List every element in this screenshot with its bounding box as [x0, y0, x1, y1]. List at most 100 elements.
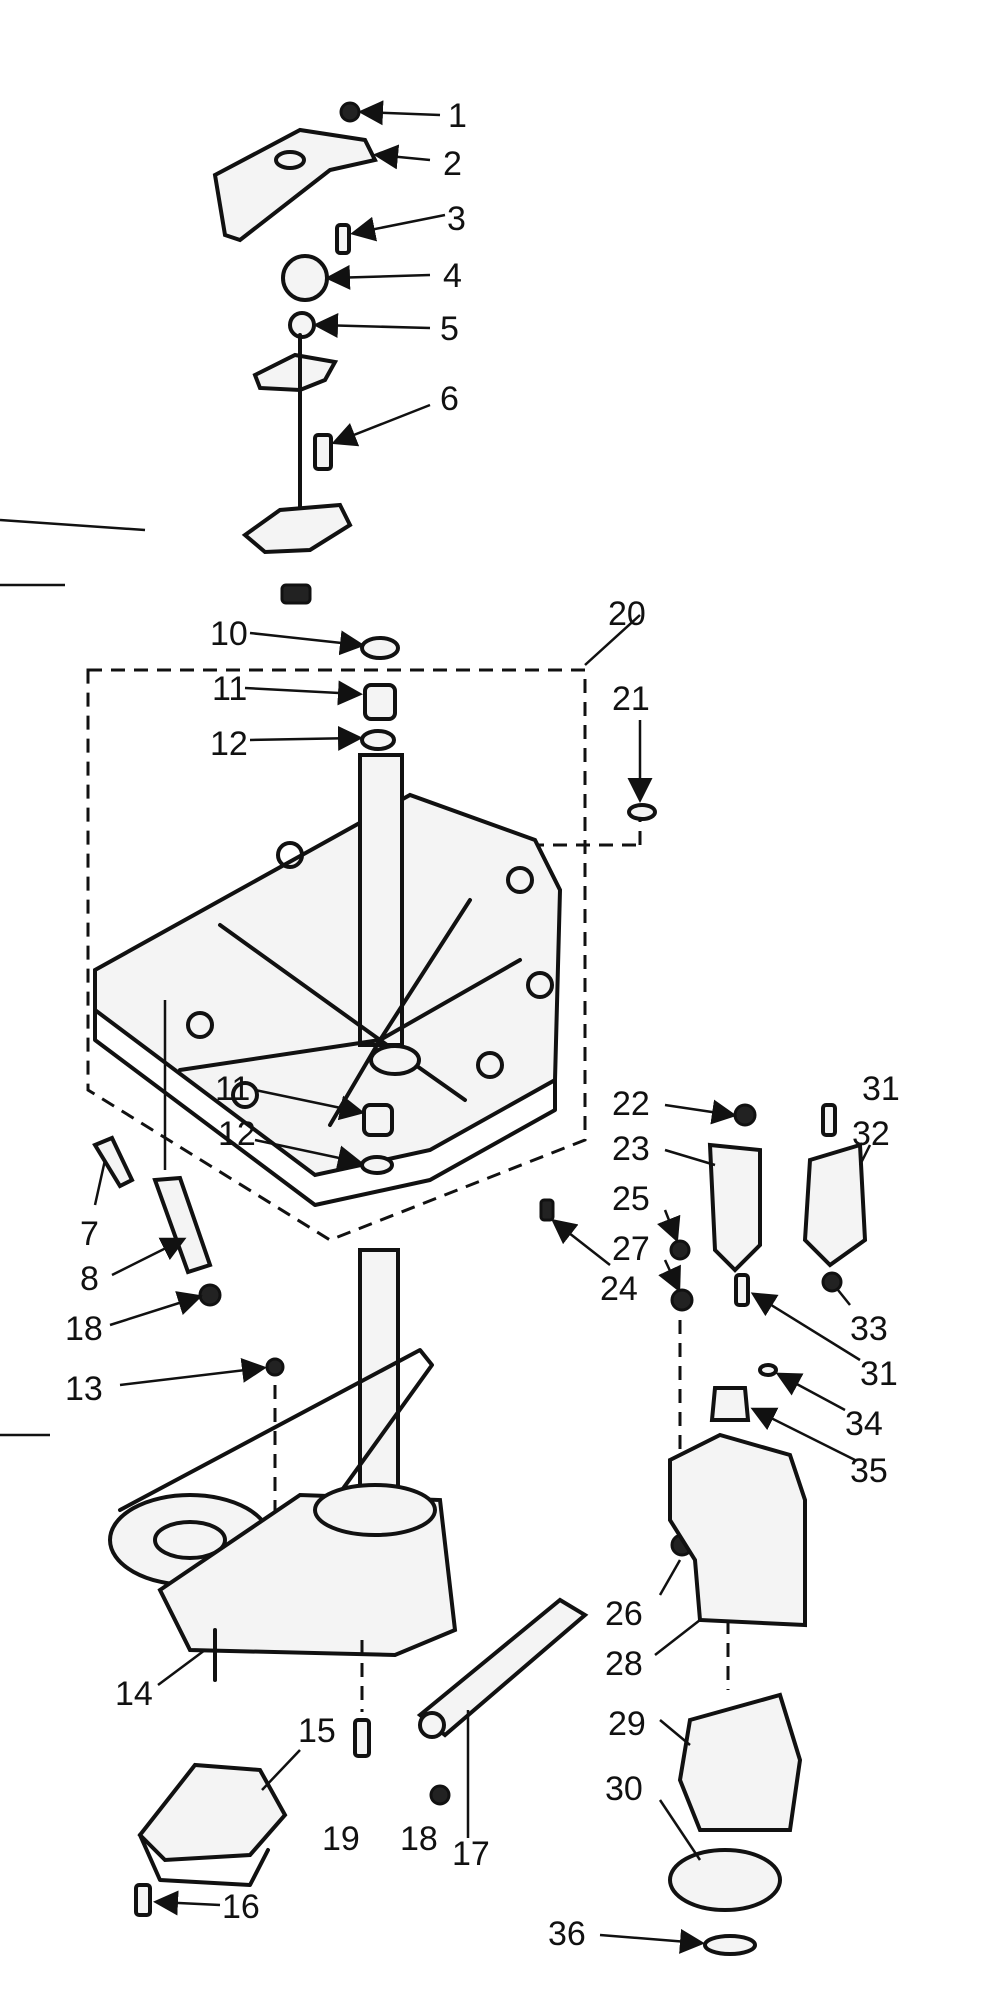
leader-12b	[254, 1138, 363, 1171]
leader-8	[111, 1237, 187, 1277]
callout-4: 4	[443, 257, 462, 295]
callout-12b: 12	[218, 1115, 256, 1153]
leader-16	[153, 1890, 221, 1916]
leader-22	[664, 1099, 737, 1125]
callout-33: 33	[850, 1310, 888, 1348]
part-25-nut	[669, 1239, 691, 1261]
plate-hole-6	[476, 1051, 504, 1079]
part-18-nut	[198, 1283, 222, 1307]
part-28-motor-shroud	[668, 1432, 807, 1628]
part-12-washer	[360, 729, 396, 751]
leader-18	[109, 1291, 203, 1327]
part-3-screw	[335, 223, 351, 255]
callout-12: 12	[210, 725, 248, 763]
part-7-bolt	[92, 1135, 135, 1189]
leader-32	[858, 1144, 872, 1166]
top-assembly	[212, 101, 378, 605]
plate-hole-5	[526, 971, 554, 999]
leader-28	[654, 1619, 701, 1656]
callout-16: 16	[222, 1888, 260, 1926]
margin-line-1	[0, 518, 146, 532]
part-35-pulley	[709, 1386, 751, 1422]
callout-5: 5	[440, 310, 459, 348]
plate-hub	[369, 1044, 421, 1076]
callout-25: 25	[612, 1180, 650, 1218]
leader-27	[658, 1259, 681, 1293]
leader-34	[775, 1372, 846, 1412]
callout-6: 6	[440, 380, 459, 418]
part-30-cover	[668, 1848, 782, 1912]
part-10-nut	[360, 636, 400, 660]
leader-4	[325, 264, 431, 290]
callout-19: 19	[322, 1820, 360, 1858]
part-5-ball	[288, 311, 316, 339]
callout-34: 34	[845, 1405, 883, 1443]
callout-32: 32	[852, 1115, 890, 1153]
part-17-arm-end	[418, 1711, 446, 1739]
part-6-screw	[313, 433, 333, 471]
part-32-bracket	[802, 1142, 868, 1268]
leader-14	[157, 1648, 206, 1687]
part-23-bracket	[707, 1142, 762, 1273]
callout-27: 27	[612, 1230, 650, 1268]
part-31-lower-screw	[734, 1273, 750, 1307]
leader-33	[837, 1289, 851, 1306]
callout-24: 24	[600, 1270, 638, 1308]
leader-23	[664, 1148, 716, 1167]
leader-10	[249, 630, 365, 656]
center-shaft	[358, 753, 404, 1047]
callout-13: 13	[65, 1370, 103, 1408]
drive-pulley-hub	[153, 1520, 227, 1560]
part-20-dashed-frame	[86, 668, 587, 1242]
part-2-cover	[212, 127, 378, 243]
leader-31b	[750, 1292, 861, 1362]
right-brackets	[668, 1103, 868, 1956]
leader-24	[551, 1218, 611, 1266]
callout-7: 7	[80, 1215, 99, 1253]
callout-36: 36	[548, 1915, 586, 1953]
leader-26	[658, 1559, 682, 1596]
gearcase-hub	[313, 1483, 437, 1537]
leader-7	[93, 1159, 107, 1206]
part-2-hole	[274, 150, 306, 170]
callout-18b: 18	[400, 1820, 438, 1858]
part-15-pump	[137, 1762, 288, 1863]
leader-20	[584, 614, 641, 666]
callout-labels: 1 2 3 4 5 6 10 11 12 20 21 11 12 7 8 18 …	[65, 97, 900, 1953]
leader-3	[350, 213, 446, 242]
part-5-foot	[280, 583, 312, 605]
part-34-clip	[758, 1363, 778, 1377]
callout-14: 14	[115, 1675, 153, 1713]
plate-hole-4	[506, 866, 534, 894]
leader-5	[313, 313, 431, 339]
drive-belt	[118, 1348, 434, 1592]
callout-11: 11	[212, 670, 247, 708]
part-5-lower-bracket	[241, 502, 353, 555]
callout-2: 2	[443, 145, 462, 183]
leader-30	[658, 1799, 702, 1861]
part-18-lower-nut	[429, 1784, 451, 1806]
part-1-nut	[339, 101, 361, 123]
plate-hole-1	[186, 1011, 214, 1039]
part-4-cap	[281, 254, 329, 302]
leader-35	[750, 1407, 856, 1462]
part-33-nut	[821, 1271, 843, 1293]
callout-22: 22	[612, 1085, 650, 1123]
mounting-plate-skirt	[93, 1008, 557, 1207]
part-19-screw	[353, 1718, 371, 1758]
leader-12	[249, 725, 363, 751]
callout-26: 26	[605, 1595, 643, 1633]
plate-assembly	[86, 636, 657, 1242]
part-8-strap	[152, 1175, 213, 1275]
part-22-nut	[733, 1103, 757, 1127]
plate-hole-2	[231, 1081, 259, 1109]
leader-lines	[93, 100, 872, 1954]
part-24-bolt	[539, 1198, 555, 1222]
leader-11	[244, 680, 363, 706]
part-11-lower-bushing	[362, 1103, 394, 1137]
callout-10: 10	[210, 615, 248, 653]
part-5-upper-bracket	[252, 352, 339, 393]
callout-28: 28	[605, 1645, 643, 1683]
callout-35: 35	[850, 1452, 888, 1490]
